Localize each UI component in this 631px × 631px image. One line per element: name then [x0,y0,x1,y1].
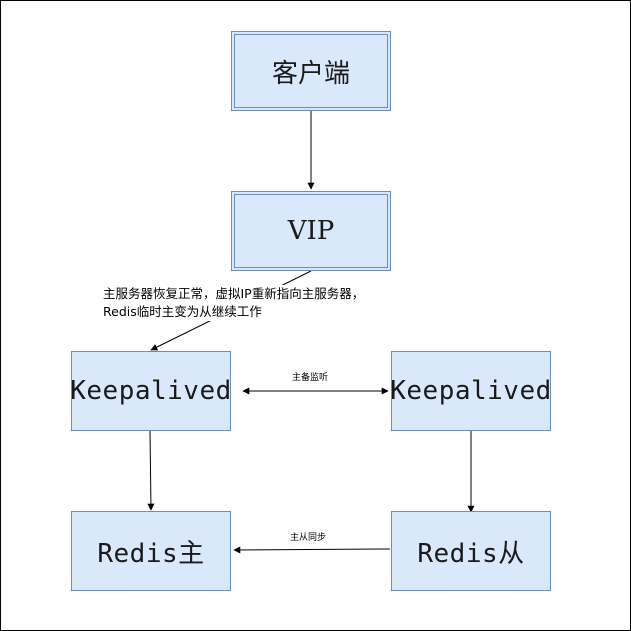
node-client-label: 客户端 [271,58,350,89]
node-redis-slave-label: Redis从 [417,538,525,569]
node-redis-slave[interactable]: Redis从 [391,511,551,591]
failover-note: 主服务器恢复正常，虚拟IP重新指向主服务器， Redis临时主变为从继续工作 [103,285,365,321]
edge-label-heartbeat: 主备监听 [292,373,329,384]
node-redis-master[interactable]: Redis主 [71,511,231,591]
node-keepalived-master-label: Keepalived [70,376,232,406]
failover-note-line-2: Redis临时主变为从继续工作 [103,304,262,319]
node-redis-master-label: Redis主 [97,538,205,569]
node-keepalived-backup[interactable]: Keepalived [390,351,552,431]
failover-note-line-1: 主服务器恢复正常，虚拟IP重新指向主服务器， [103,286,365,301]
edge-keepalived-master-to-redis-master [147,430,155,511]
node-vip-label: VIP [287,216,335,246]
node-vip[interactable]: VIP [231,191,391,271]
node-client[interactable]: 客户端 [231,31,391,111]
node-keepalived-master[interactable]: Keepalived [70,351,232,431]
edge-label-sync: 主从同步 [290,533,327,544]
node-keepalived-backup-label: Keepalived [390,376,552,406]
edge-redis-slave-to-redis-master [233,546,391,554]
